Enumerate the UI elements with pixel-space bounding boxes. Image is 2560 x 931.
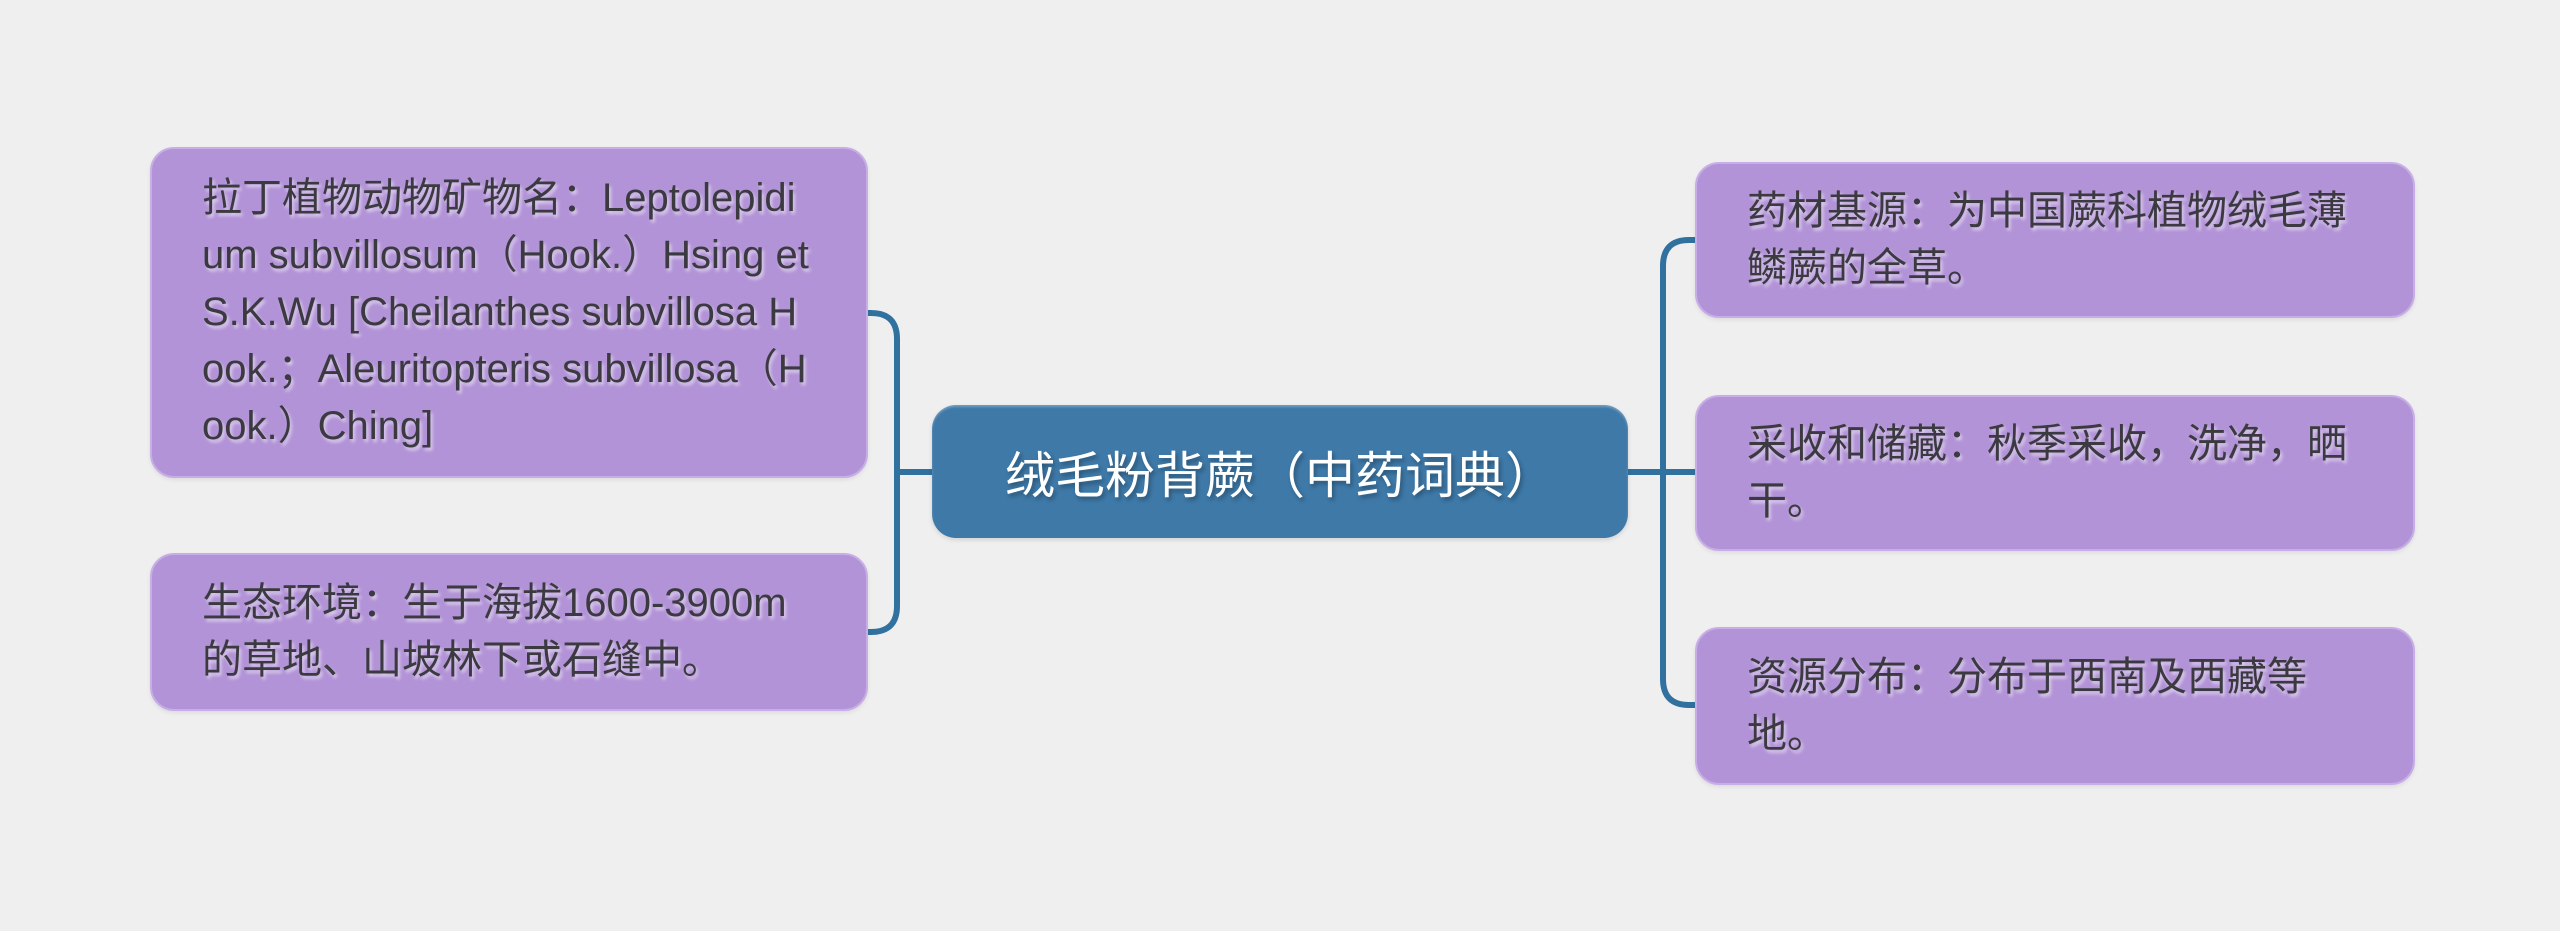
branch-node-ecology[interactable]: 生态环境：生于海拔1600-3900m的草地、山坡林下或石缝中。	[150, 553, 868, 711]
branch-node-harvest-storage-label: 采收和储藏：秋季采收，洗净，晒干。	[1747, 422, 2347, 523]
central-topic-label: 绒毛粉背蕨（中药词典）	[1005, 447, 1555, 504]
branch-node-distribution[interactable]: 资源分布：分布于西南及西藏等地。	[1695, 627, 2415, 785]
branch-node-drug-source-label: 药材基源：为中国蕨科植物绒毛薄鳞蕨的全草。	[1747, 189, 2347, 290]
branch-node-latin-name-label: 拉丁植物动物矿物名：Leptolepidium subvillosum（Hook…	[202, 176, 809, 448]
branch-node-ecology-label: 生态环境：生于海拔1600-3900m的草地、山坡林下或石缝中。	[202, 581, 787, 682]
branch-node-distribution-label: 资源分布：分布于西南及西藏等地。	[1747, 655, 2307, 756]
branch-node-harvest-storage[interactable]: 采收和储藏：秋季采收，洗净，晒干。	[1695, 395, 2415, 551]
central-topic-node[interactable]: 绒毛粉背蕨（中药词典）	[932, 405, 1628, 538]
branch-node-drug-source[interactable]: 药材基源：为中国蕨科植物绒毛薄鳞蕨的全草。	[1695, 162, 2415, 318]
connector-left-bracket	[868, 310, 900, 635]
branch-node-latin-name[interactable]: 拉丁植物动物矿物名：Leptolepidium subvillosum（Hook…	[150, 147, 868, 478]
